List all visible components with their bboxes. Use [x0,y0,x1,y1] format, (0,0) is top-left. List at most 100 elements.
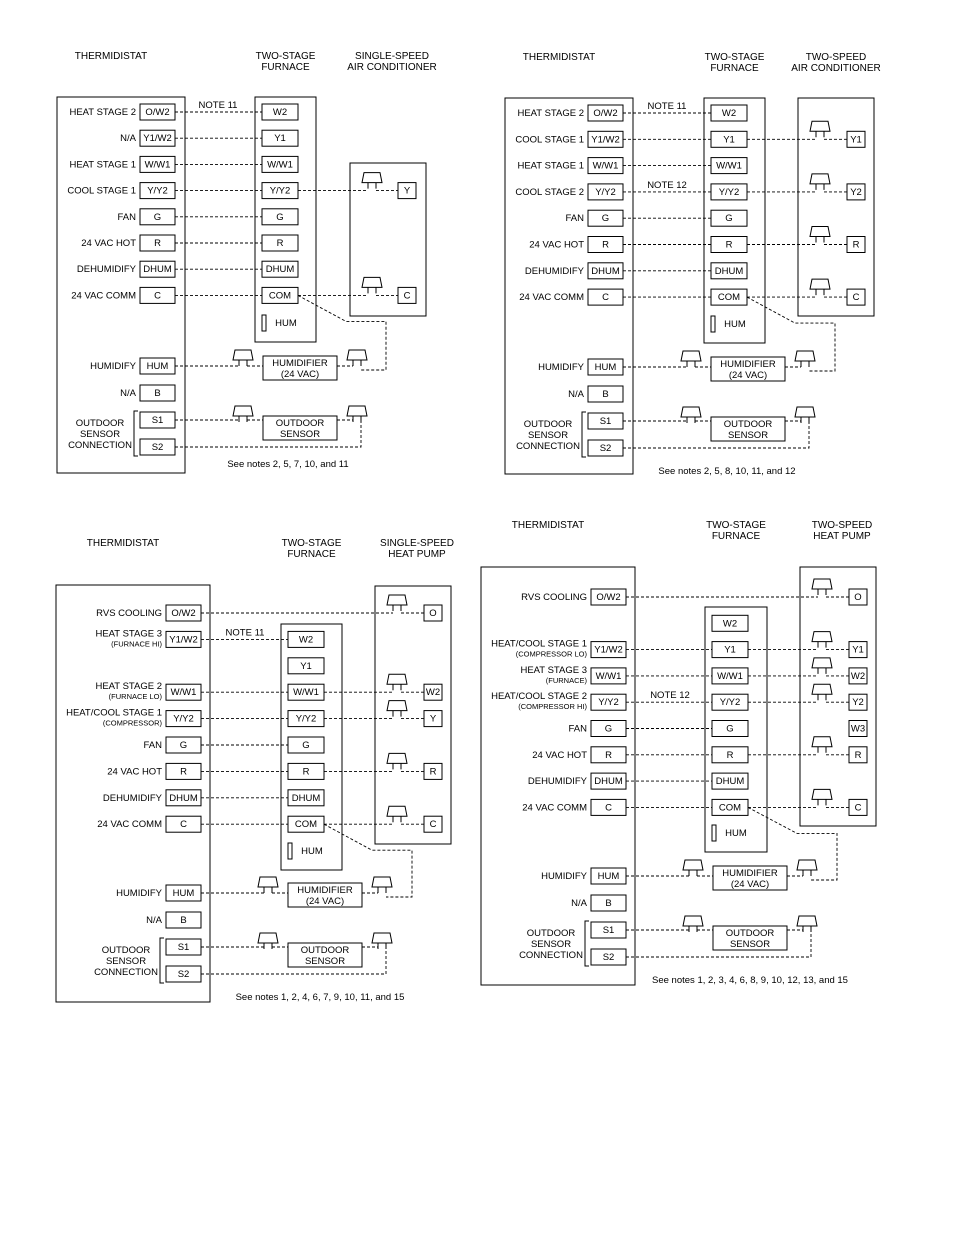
humidifier-label-line2: (24 VAC) [729,370,767,381]
outdoor-connector [361,172,383,189]
outdoor-connector [386,594,408,611]
sensor-right-connector [371,932,393,949]
notes-reference: See notes 1, 2, 4, 6, 7, 9, 10, 11, and … [236,992,405,1003]
sensor-label-line2: SENSOR [106,956,146,967]
thermostat-terminal-label: Y/Y2 [595,187,616,198]
outdoor-terminal-label: R [855,750,862,761]
outdoor-connector-head [809,173,831,185]
furnace-terminal [287,657,325,675]
furnace-terminal-label: W2 [273,107,287,118]
sensor-right-connector-head [796,915,818,927]
sensor-left-connector-head [232,405,254,417]
sensor-label-line3: CONNECTION [519,950,583,961]
sensor-left-connector-head [680,406,702,418]
outdoor-header-line2: AIR CONDITIONER [347,62,436,73]
row-label: 24 VAC HOT [81,238,136,249]
notes-reference: See notes 1, 2, 3, 4, 6, 8, 9, 10, 12, 1… [652,975,848,986]
humidifier-right-connector [794,350,816,367]
humidifier-left-connector-head [682,859,704,871]
thermostat-terminal [139,384,176,402]
row-label: 24 VAC HOT [532,750,587,761]
outdoor-terminal-label: Y1 [850,134,862,145]
humidifier-label-line2: (24 VAC) [731,879,769,890]
thermostat-header: THERMIDISTAT [87,538,159,549]
row-label: COOL STAGE 2 [515,187,584,198]
furnace-terminal-label: COM [718,292,740,303]
humidifier-right-connector-head [794,350,816,362]
furnace-header-line1: TWO-STAGE [256,51,316,62]
outdoor-sensor-box [712,925,788,951]
sensor-right-connector-head [371,932,393,944]
row-label: HEAT/COOL STAGE 1 [66,708,162,719]
outdoor-connector [811,683,833,701]
outdoor-connector-head [811,788,833,800]
sensor-label-line1: OUTDOOR [102,945,151,956]
furnace-terminal-label: Y/Y2 [270,186,291,197]
outdoor-sensor-label-line1: OUTDOOR [726,928,775,939]
thermostat-terminal-label: DHUM [591,266,620,277]
humidifier-left-connector-head [257,876,279,888]
sensor-label-line2: SENSOR [528,430,568,441]
thermostat-terminal-label: HUM [595,362,617,373]
outdoor-terminal-label: W3 [851,724,865,735]
sensor-label-line2: SENSOR [531,939,571,950]
outdoor-connector-head [386,700,408,712]
sensor-left-connector [682,915,704,932]
furnace-hum-indicator [261,314,267,332]
furnace-hum-indicator [711,824,717,842]
thermostat-terminal-label: O/W2 [145,107,169,118]
furnace-terminal-label: W/W1 [717,671,743,682]
thermostat-terminal [587,385,624,403]
thermostat-terminal-label: W/W1 [145,159,171,170]
com-to-humidifier-wire [747,807,838,881]
furnace-header-line2: FURNACE [287,549,336,560]
outdoor-sensor-label-line1: OUTDOOR [301,945,350,956]
outdoor-connector-head [809,278,831,290]
furnace-terminal-label: W2 [722,108,736,119]
sensor-bracket [159,937,164,984]
furnace-terminal-label: R [277,238,284,249]
sensor-left-connector [257,932,279,949]
row-label: 24 VAC HOT [529,240,584,251]
furnace-terminal-label: W/W1 [716,161,742,172]
furnace-terminal [711,614,749,632]
sensor-label-line2: SENSOR [80,429,120,440]
row-label: DEHUMIDIFY [525,266,585,277]
bottom-row-label: HUMIDIFY [90,361,137,372]
row-sublabel: (COMPRESSOR HI) [518,702,587,711]
humidifier-left-connector [680,350,702,367]
furnace-terminal-label: G [302,740,309,751]
furnace-terminal-label: W/W1 [267,159,293,170]
humidifier-label-line2: (24 VAC) [306,896,344,907]
thermostat-terminal-label: Y/Y2 [147,186,168,197]
outdoor-terminal-label: R [430,766,437,777]
humidifier-right-connector [346,349,368,366]
sensor-label-line3: CONNECTION [68,440,132,451]
com-to-humidifier-wire [323,823,413,898]
furnace-terminal-label: Y/Y2 [719,187,740,198]
outdoor-connector-head [386,805,408,817]
outdoor-connector [809,173,831,190]
thermostat-terminal-label: Y/Y2 [173,714,194,725]
thermostat-terminal-label: HUM [147,361,169,372]
bottom-row-label: HUMIDIFY [538,362,585,373]
outdoor-header-line1: TWO-SPEED [812,520,873,531]
outdoor-connector [809,120,831,138]
sensor-right-connector [794,406,816,423]
outdoor-connector-head [386,673,408,685]
outdoor-connector [809,278,831,296]
outdoor-sensor-box [710,416,786,442]
humidifier-box [262,355,338,381]
outdoor-connector [386,700,408,717]
row-label: DEHUMIDIFY [77,264,137,275]
sensor-label-line1: OUTDOOR [524,419,573,430]
furnace-header-line1: TWO-STAGE [706,520,766,531]
humidifier-box [710,356,786,382]
sensor-bracket [133,410,138,457]
outdoor-header-line1: TWO-SPEED [806,52,867,63]
row-label: N/A [120,133,137,144]
thermostat-terminal-label: G [154,212,161,223]
thermostat-terminal-label: W/W1 [593,161,619,172]
row-label: HEAT STAGE 3 [95,628,162,639]
furnace-terminal-label: COM [269,290,291,301]
